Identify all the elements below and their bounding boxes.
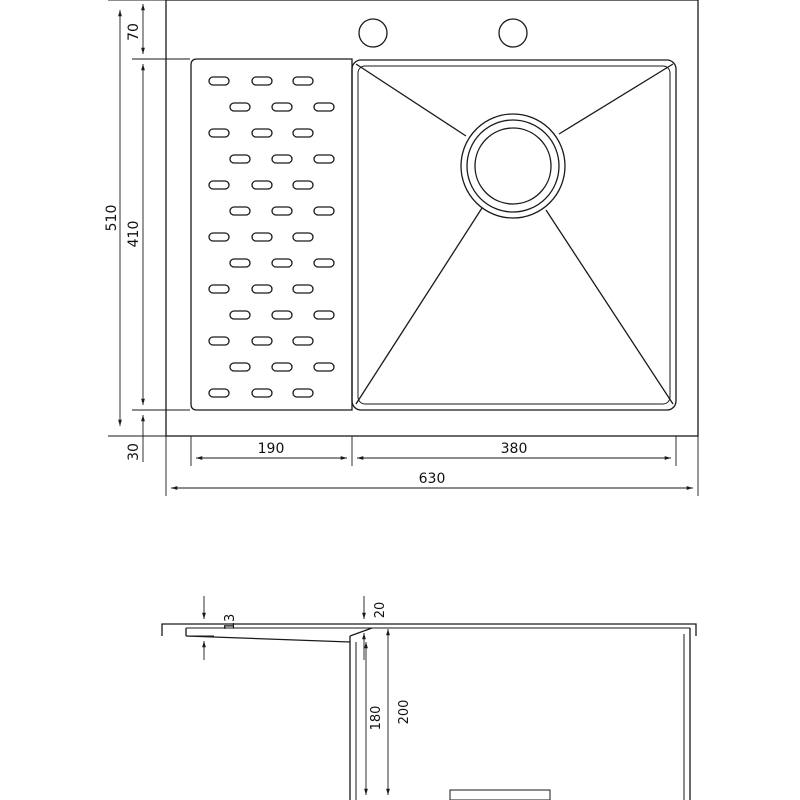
drain-slot <box>208 388 230 398</box>
tap-hole-right <box>498 18 528 48</box>
drain-slot <box>251 284 273 294</box>
drain-slot <box>229 310 251 320</box>
slope-line-bottom-right <box>545 209 674 405</box>
drain-slot <box>229 102 251 112</box>
drain-slot <box>292 128 314 138</box>
drain-slot <box>292 76 314 86</box>
section-rim <box>161 623 697 636</box>
bowl-inner <box>357 65 671 405</box>
sink-outline <box>165 0 699 437</box>
drain-slot <box>271 102 293 112</box>
drain-slot <box>251 180 273 190</box>
drain-slot <box>292 232 314 242</box>
label-rim-offset: 20 <box>373 602 388 619</box>
label-section-overall-depth: 200 <box>397 700 412 725</box>
drain-slot <box>292 388 314 398</box>
drain-slot <box>208 232 230 242</box>
drain-slot <box>271 310 293 320</box>
dimension-drainboard-width: 190 <box>190 436 353 466</box>
dimension-flange-thickness: 13 <box>186 596 238 660</box>
drain-slot <box>251 128 273 138</box>
section-drainboard-slope <box>185 635 351 643</box>
drain-slot <box>251 232 273 242</box>
drain-slot <box>292 180 314 190</box>
slope-line-top-left <box>355 63 467 137</box>
drain-slot <box>251 336 273 346</box>
drain-slot <box>208 128 230 138</box>
dimension-section-overall-depth: 200 <box>386 629 412 795</box>
drain-slot <box>292 336 314 346</box>
drain-slot <box>313 258 335 268</box>
section-view: 13 20 180 200 <box>161 596 697 800</box>
drain-slot <box>229 258 251 268</box>
drainboard <box>190 58 353 411</box>
label-overall-width: 630 <box>419 471 446 487</box>
label-inner-depth: 180 <box>369 706 384 731</box>
drain-slot <box>229 362 251 372</box>
label-drainboard-width: 190 <box>258 441 285 457</box>
dimension-inner-depth: 180 <box>364 642 384 795</box>
bowl-outer <box>351 59 677 411</box>
label-flange-thickness: 13 <box>223 614 238 631</box>
drain-slot <box>229 154 251 164</box>
drain-slot <box>229 206 251 216</box>
dimension-bowl-width: 380 <box>357 436 677 466</box>
drain-slot <box>313 362 335 372</box>
bowl <box>351 59 677 411</box>
drain-slot <box>292 284 314 294</box>
dimension-front-margin: 30 <box>126 415 145 462</box>
section-drain-outlet <box>449 789 551 800</box>
drain-slot <box>208 336 230 346</box>
section-bowl-lip <box>349 627 373 637</box>
dimension-tap-zone: 70 <box>126 4 190 60</box>
label-overall-depth: 510 <box>104 205 120 232</box>
label-bowl-depth: 410 <box>126 221 142 248</box>
slope-line-bottom-left <box>355 207 483 405</box>
drain-slot <box>208 180 230 190</box>
drain-slot <box>208 76 230 86</box>
dimension-overall-depth: 510 <box>104 0 166 437</box>
drain-slot <box>271 258 293 268</box>
drain-icon <box>460 113 566 219</box>
drain-slot <box>251 388 273 398</box>
drain-slot <box>208 284 230 294</box>
drain-slot <box>251 76 273 86</box>
drain-slot <box>313 102 335 112</box>
slope-line-top-right <box>558 63 674 135</box>
drainboard-slots <box>208 76 335 398</box>
drain-slot <box>271 206 293 216</box>
dimension-bowl-depth: 410 <box>126 64 190 411</box>
tap-hole-left <box>358 18 388 48</box>
drain-slot <box>313 310 335 320</box>
drain-slot <box>271 362 293 372</box>
label-tap-zone-depth: 70 <box>126 23 142 41</box>
label-front-margin: 30 <box>126 443 142 461</box>
drain-slot <box>313 154 335 164</box>
drain-slot <box>271 154 293 164</box>
top-view: 510 70 410 30 190 380 <box>104 0 699 496</box>
label-bowl-width: 380 <box>501 441 528 457</box>
dimension-rim-offset: 20 <box>354 596 388 660</box>
dimension-overall-width: 630 <box>165 436 699 496</box>
drain-slot <box>313 206 335 216</box>
